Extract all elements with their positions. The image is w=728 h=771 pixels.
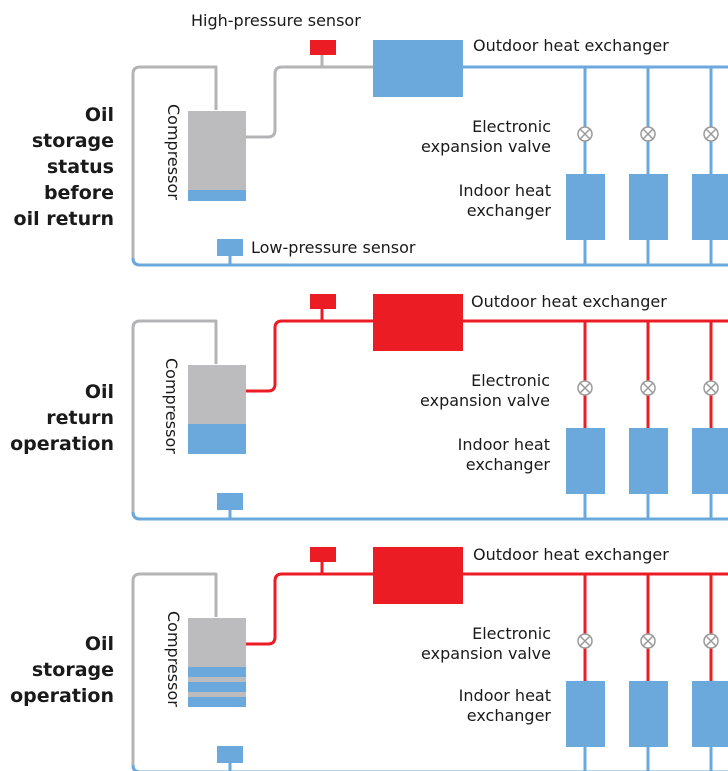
- panel-title-oil-storage-operation: Oil storage operation: [10, 633, 114, 707]
- low-pressure-sensor: [217, 239, 243, 256]
- return-pipe: [131, 511, 728, 521]
- indoor-heat-exchanger: [629, 174, 668, 240]
- expansion-valve-cross: [579, 128, 591, 140]
- outdoor-heat-exchanger-label: Outdoor heat exchanger: [473, 36, 669, 55]
- indoor-heat-exchanger: [692, 174, 728, 240]
- expansion-valve-label: Electronic expansion valve: [421, 624, 551, 663]
- low-pressure-sensor: [217, 493, 243, 510]
- high-pressure-sensor-label: High-pressure sensor: [191, 11, 361, 30]
- high-pressure-sensor: [310, 40, 336, 55]
- expansion-valve-cross: [642, 128, 654, 140]
- expansion-valve-cross: [705, 128, 717, 140]
- compressor-label: Compressor: [162, 358, 181, 454]
- oil-level: [188, 682, 246, 692]
- oil-level: [188, 190, 246, 201]
- expansion-valve-cross: [705, 635, 717, 647]
- panel-title-oil-storage-status: Oil storage status before oil return: [13, 104, 114, 230]
- indoor-heat-exchanger-label: Indoor heat exchanger: [458, 181, 551, 220]
- discharge-pipe: [245, 572, 374, 646]
- panel-title-oil-return-operation: Oil return operation: [10, 381, 114, 455]
- indoor-heat-exchanger-label: Indoor heat exchanger: [457, 435, 550, 474]
- low-pressure-sensor-label: Low-pressure sensor: [251, 238, 416, 257]
- indoor-heat-exchanger-label: Indoor heat exchanger: [458, 686, 551, 725]
- compressor-label: Compressor: [164, 611, 183, 707]
- expansion-valve-cross: [579, 382, 591, 394]
- high-pressure-sensor: [310, 547, 336, 562]
- suction-pipe: [131, 572, 728, 771]
- compressor: [188, 111, 246, 190]
- outdoor-heat-exchanger-label: Outdoor heat exchanger: [473, 545, 669, 564]
- expansion-valve-cross: [642, 382, 654, 394]
- oil-level: [188, 424, 246, 454]
- indoor-heat-exchanger: [629, 681, 668, 747]
- expansion-valve-label: Electronic expansion valve: [420, 371, 550, 410]
- outdoor-heat-exchanger-label: Outdoor heat exchanger: [471, 292, 667, 311]
- expansion-valve-cross: [642, 635, 654, 647]
- discharge-pipe: [245, 65, 374, 139]
- high-pressure-sensor: [310, 294, 336, 309]
- indoor-heat-exchanger: [566, 428, 605, 494]
- oil-level: [188, 697, 246, 707]
- expansion-valve-label: Electronic expansion valve: [421, 117, 551, 156]
- compressor-label: Compressor: [164, 104, 183, 200]
- oil-level: [188, 667, 246, 677]
- discharge-pipe: [245, 319, 374, 393]
- indoor-heat-exchanger: [566, 681, 605, 747]
- outdoor-heat-exchanger: [373, 40, 463, 97]
- low-pressure-sensor: [217, 746, 243, 763]
- indoor-heat-exchanger: [692, 428, 728, 494]
- return-pipe: [131, 764, 728, 771]
- expansion-valve-cross: [579, 635, 591, 647]
- outdoor-heat-exchanger: [373, 547, 463, 604]
- return-pipe: [131, 257, 728, 267]
- expansion-valve-cross: [705, 382, 717, 394]
- indoor-heat-exchanger: [692, 681, 728, 747]
- indoor-heat-exchanger: [566, 174, 605, 240]
- indoor-heat-exchanger: [629, 428, 668, 494]
- outdoor-heat-exchanger: [373, 294, 463, 351]
